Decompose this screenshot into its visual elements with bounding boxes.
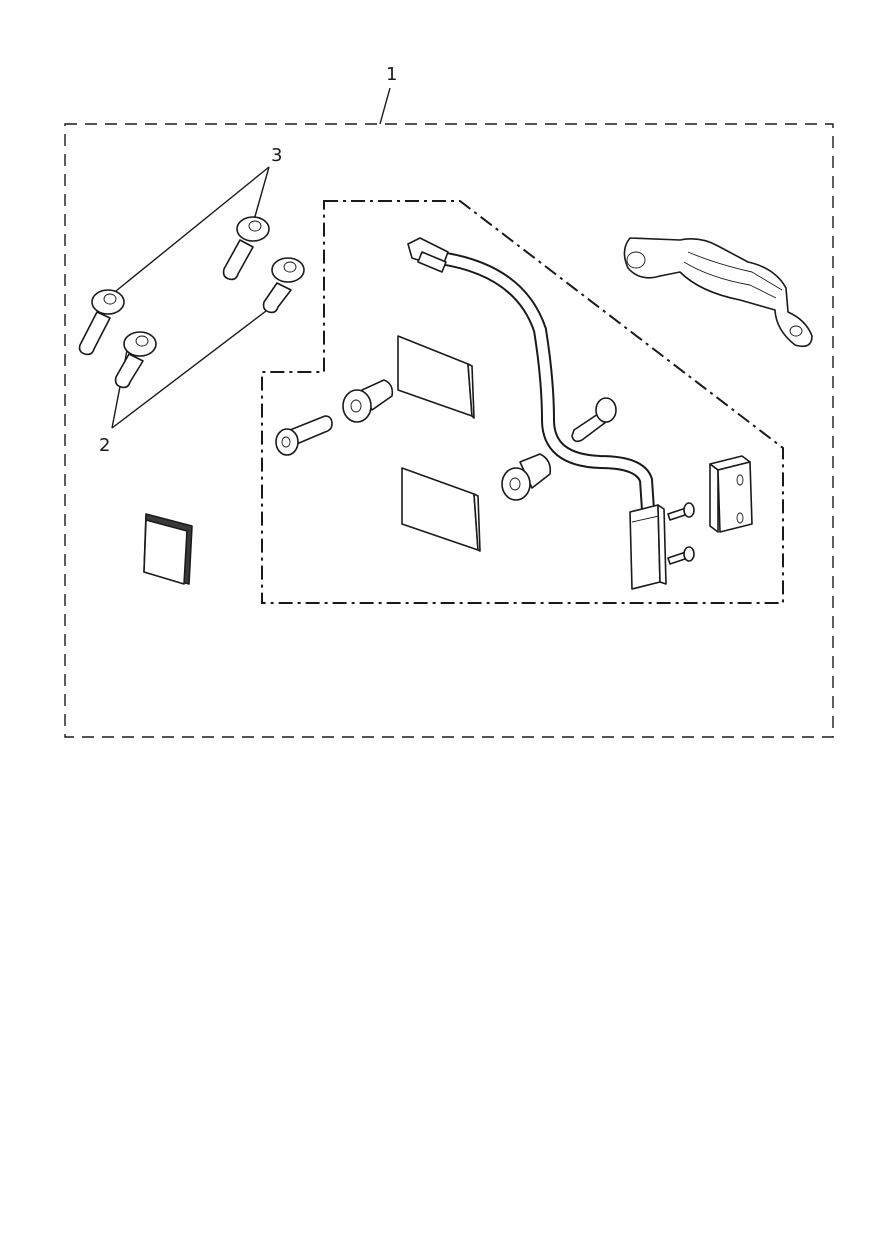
callout-3: 3 <box>271 145 282 166</box>
leader-line-2b <box>111 307 271 429</box>
mounting-bracket <box>623 237 813 348</box>
small-screw-upper <box>667 502 695 521</box>
adhesive-pad <box>143 513 193 585</box>
screw-upper-left <box>78 289 125 356</box>
sensor-module <box>629 504 667 590</box>
screw-lower-left <box>114 331 157 389</box>
foam-pad-lower <box>401 467 481 552</box>
foam-pad-upper <box>397 335 475 419</box>
bolt-left <box>275 415 333 456</box>
callout-1: 1 <box>386 64 397 85</box>
screw-lower-right <box>262 257 305 314</box>
callout-2: 2 <box>99 435 110 456</box>
bolt-centre <box>571 397 617 443</box>
well-nut-lower <box>501 453 552 501</box>
well-nut-upper <box>342 379 394 423</box>
screw-upper-right <box>222 216 270 281</box>
leader-line-1 <box>379 87 391 125</box>
leader-line-3a <box>115 166 270 292</box>
kit-boundary <box>64 123 834 738</box>
leader-line-3b <box>253 166 270 221</box>
small-screw-lower <box>667 546 695 565</box>
subassembly-boundary <box>261 200 784 604</box>
wiring-harness <box>407 237 655 517</box>
magnet-block <box>709 455 753 533</box>
